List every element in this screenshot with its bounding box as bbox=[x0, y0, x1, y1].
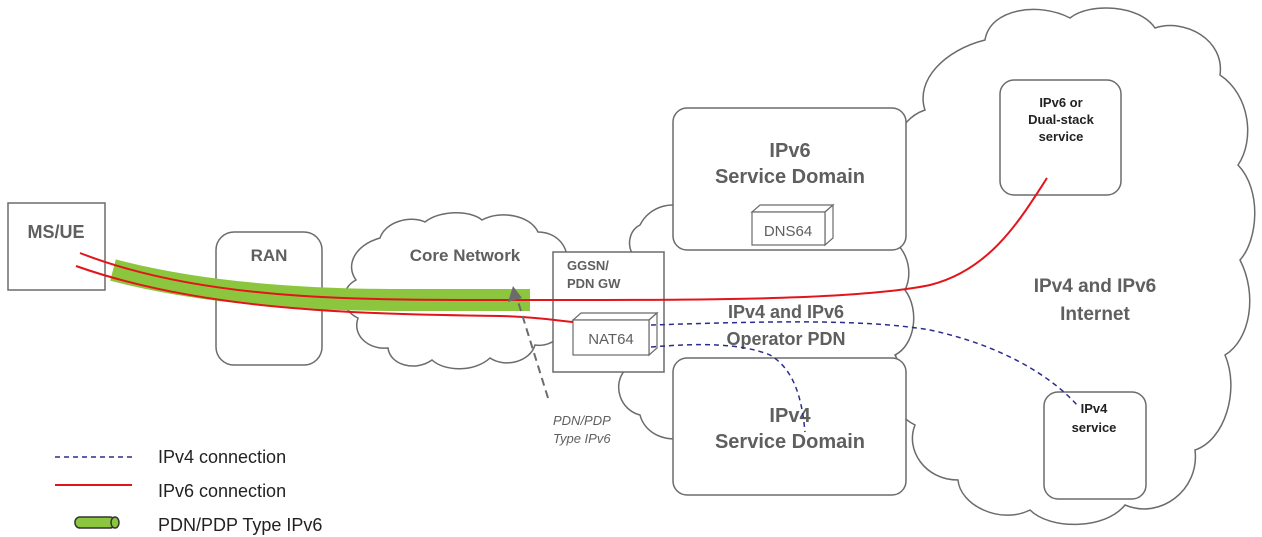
internet-line2: Internet bbox=[1060, 304, 1130, 325]
dns64-label: DNS64 bbox=[764, 223, 812, 240]
operator-pdn-line1: IPv4 and IPv6 bbox=[728, 302, 844, 322]
pdp-annotation-arrowhead bbox=[508, 286, 522, 302]
nat64-label: NAT64 bbox=[588, 331, 634, 348]
ipv4-connection-to-internet bbox=[650, 321, 1078, 406]
dns64-box bbox=[750, 203, 835, 247]
pdp-annotation-line1: PDN/PDP bbox=[553, 413, 611, 428]
ipv6-service-line3: service bbox=[1039, 129, 1084, 144]
ipv4-service-domain-line1: IPv4 bbox=[769, 405, 811, 427]
core-network-label: Core Network bbox=[410, 246, 521, 265]
ipv6-connection-to-service bbox=[79, 177, 1048, 302]
gateway-label-line2: PDN GW bbox=[567, 276, 621, 291]
ipv6-connection-to-nat64 bbox=[75, 265, 574, 323]
ipv4-service-domain-box bbox=[672, 357, 907, 496]
ipv4-service-domain-line2: Service Domain bbox=[715, 431, 865, 453]
operator-pdn-line2: Operator PDN bbox=[726, 329, 845, 349]
ipv4-service-line2: service bbox=[1072, 420, 1117, 435]
ipv4-service-box bbox=[1043, 391, 1147, 500]
ipv6-service-domain-box bbox=[672, 107, 907, 251]
gateway-label-line1: GGSN/ bbox=[567, 258, 609, 273]
legend-ipv4-label: IPv4 connection bbox=[158, 447, 286, 467]
ipv4-connection-to-domain bbox=[650, 343, 806, 433]
internet-line1: IPv4 and IPv6 bbox=[1034, 276, 1157, 297]
ms-ue-box bbox=[7, 202, 106, 291]
ipv6-service-domain-line1: IPv6 bbox=[769, 140, 810, 162]
ran-label: RAN bbox=[251, 246, 288, 265]
legend-ipv6-label: IPv6 connection bbox=[158, 481, 286, 501]
ms-ue-label: MS/UE bbox=[27, 222, 84, 242]
ipv6-service-line1: IPv6 or bbox=[1039, 95, 1082, 110]
ipv6-service-box bbox=[999, 79, 1122, 196]
legend-pdp-swatch bbox=[74, 516, 120, 529]
nat64-box bbox=[571, 311, 659, 357]
pdp-annotation-arrow bbox=[515, 294, 549, 399]
ipv6-service-line2: Dual-stack bbox=[1028, 112, 1095, 127]
legend-pdp-label: PDN/PDP Type IPv6 bbox=[158, 515, 322, 535]
pdp-annotation-line2: Type IPv6 bbox=[553, 431, 611, 446]
ipv4-service-line1: IPv4 bbox=[1081, 401, 1109, 416]
ipv6-service-domain-line2: Service Domain bbox=[715, 166, 865, 188]
